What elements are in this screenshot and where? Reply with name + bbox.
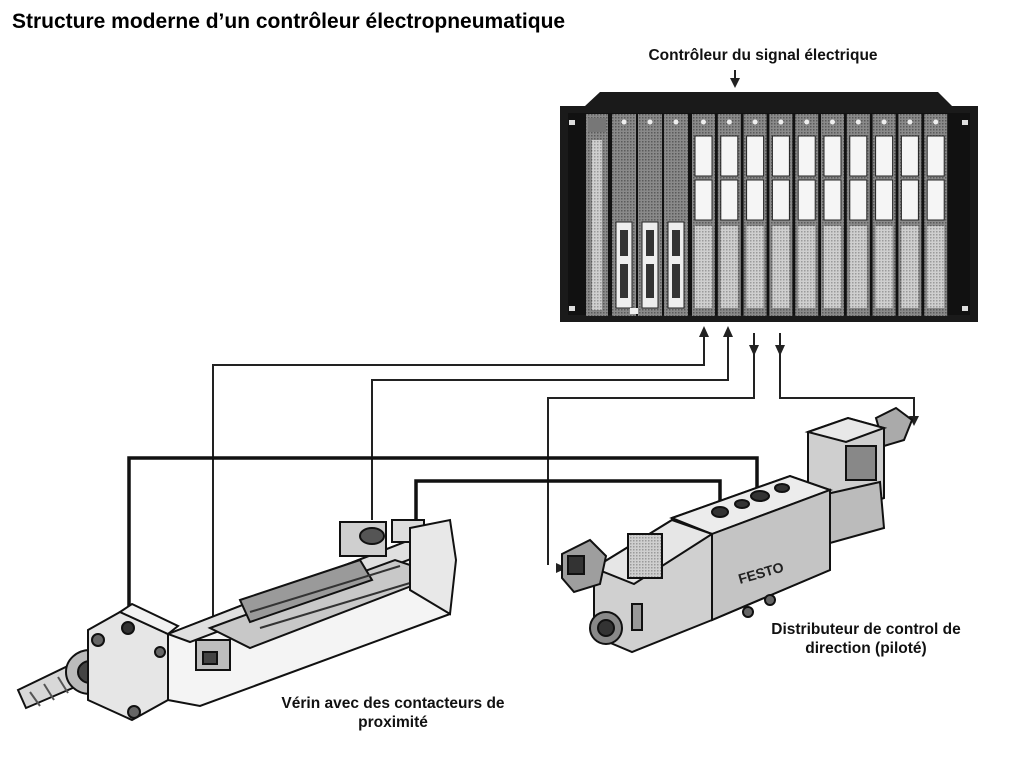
pneumatic-lines — [127, 456, 759, 625]
io-terminal — [798, 226, 816, 308]
io-label-window — [694, 135, 713, 177]
rack-modules — [612, 114, 948, 316]
io-terminal — [875, 226, 893, 308]
io-label-window — [720, 179, 739, 221]
connector-pins — [620, 230, 628, 256]
controller-rack — [560, 92, 978, 322]
io-label-window — [849, 179, 868, 221]
io-label-window — [797, 179, 816, 221]
io-terminal — [849, 226, 867, 308]
io-label-window — [694, 179, 713, 221]
connector-pins — [672, 264, 680, 298]
module-led — [804, 119, 810, 125]
module-led — [778, 119, 784, 125]
directional-valve — [561, 406, 914, 654]
io-label-window — [926, 179, 945, 221]
io-label-window — [823, 135, 842, 177]
module-led — [621, 119, 627, 125]
valve-label-line1: Distributeur de control de — [771, 621, 961, 638]
io-label-window — [746, 179, 765, 221]
io-label-window — [875, 179, 894, 221]
cylinder-label-line2: proximité — [358, 714, 428, 731]
module-led — [673, 119, 679, 125]
connector-pins — [620, 264, 628, 298]
io-terminal — [824, 226, 841, 308]
module-led — [907, 119, 913, 125]
io-label-window — [900, 135, 919, 177]
valve-label: Distributeur de control de direction (pi… — [726, 620, 1006, 658]
io-label-window — [900, 179, 919, 221]
connector-pins — [672, 230, 680, 256]
cylinder — [16, 518, 458, 722]
io-label-window — [720, 135, 739, 177]
valve-label-line2: direction (piloté) — [805, 640, 927, 657]
io-label-window — [849, 135, 868, 177]
page-title: Structure moderne d’un contrôleur électr… — [12, 10, 566, 33]
io-terminal — [901, 226, 919, 308]
module-led — [647, 119, 653, 125]
io-terminal — [746, 226, 764, 308]
io-label-window — [875, 135, 894, 177]
signal-wires — [212, 333, 915, 640]
cylinder-label: Vérin avec des contacteurs de proximité — [226, 694, 560, 732]
module-led — [881, 119, 887, 125]
module-led — [855, 119, 861, 125]
module-led — [752, 119, 758, 125]
connector-pins — [646, 230, 654, 256]
io-label-window — [771, 135, 790, 177]
io-label-window — [926, 135, 945, 177]
cylinder-label-line1: Vérin avec des contacteurs de — [281, 695, 505, 712]
controller-input-arrow — [730, 78, 740, 88]
module-led — [701, 119, 706, 125]
io-terminal — [695, 226, 712, 308]
module-led — [830, 119, 835, 125]
io-terminal — [720, 226, 738, 308]
controller-label: Contrôleur du signal électrique — [648, 47, 878, 64]
io-label-window — [823, 179, 842, 221]
io-label-window — [746, 135, 765, 177]
module-led — [933, 119, 939, 125]
io-terminal — [927, 226, 945, 308]
connector-pins — [646, 264, 654, 298]
io-label-window — [797, 135, 816, 177]
io-terminal — [772, 226, 790, 308]
module-led — [726, 119, 732, 125]
io-label-window — [771, 179, 790, 221]
